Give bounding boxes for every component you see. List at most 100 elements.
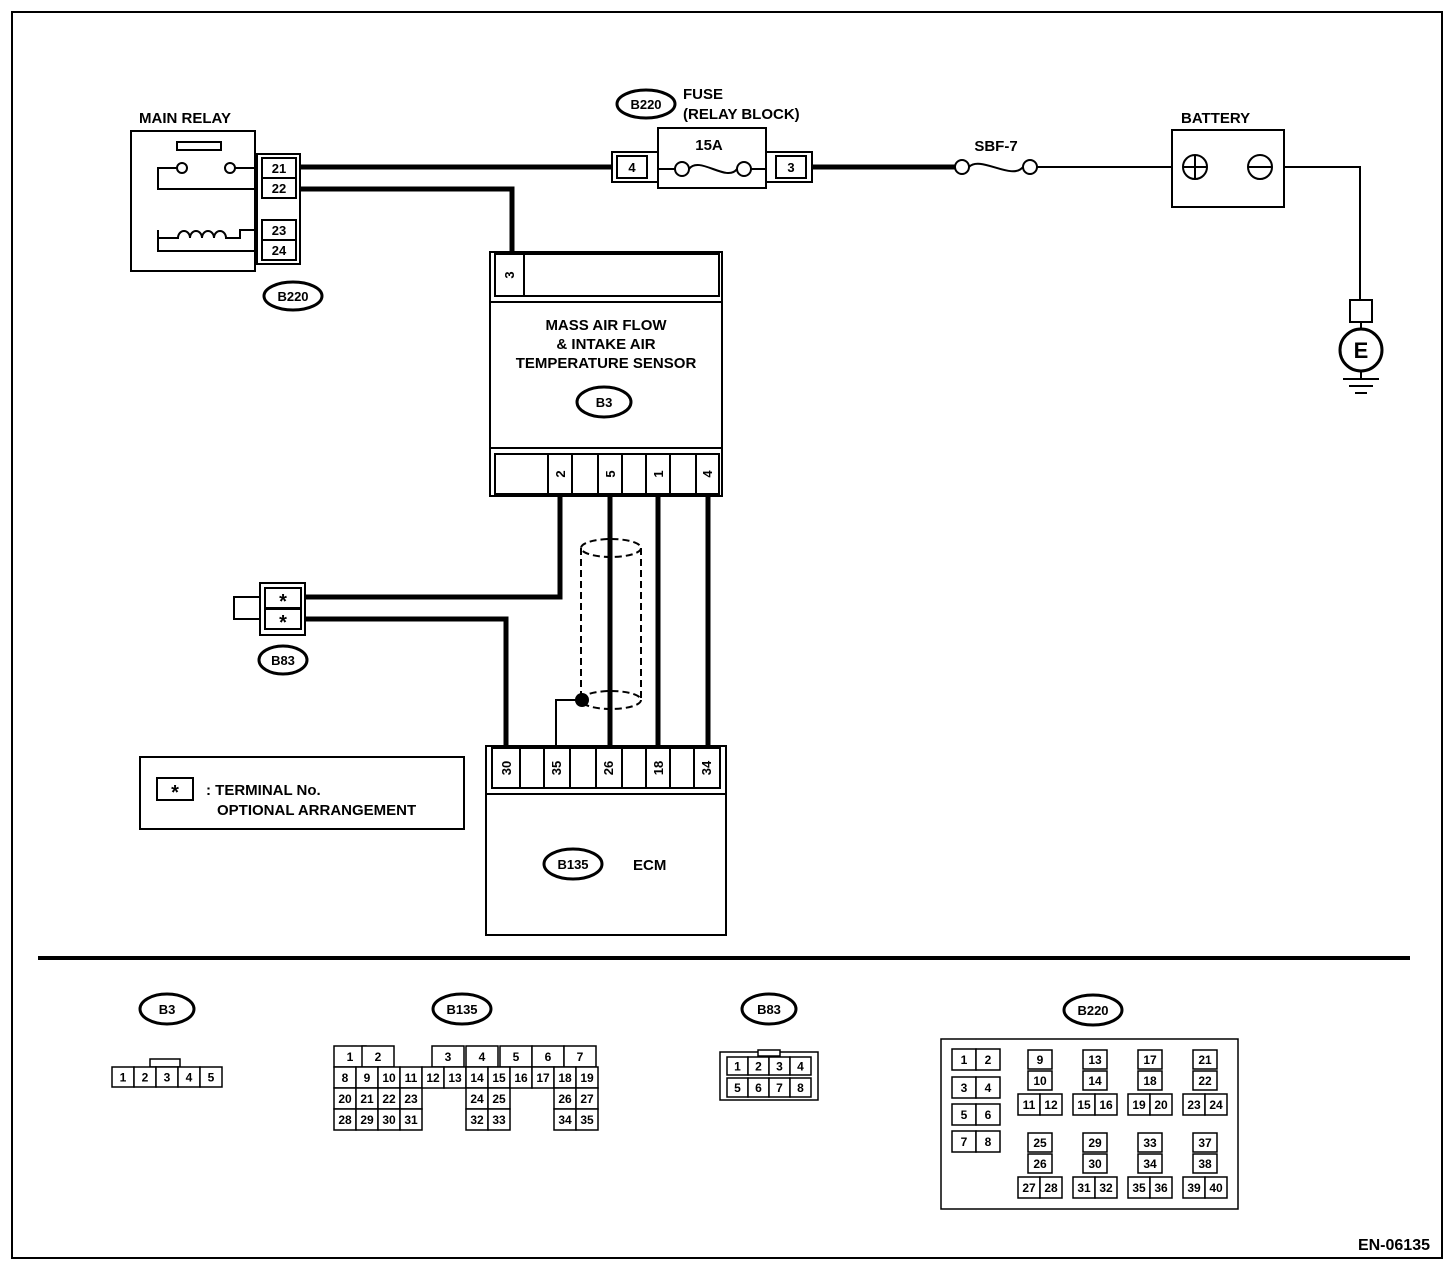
connector-badge xyxy=(262,280,324,312)
pin-number: 2 xyxy=(142,1071,149,1085)
sbf7-label: SBF-7 xyxy=(974,138,1017,155)
pin-number: 29 xyxy=(1088,1136,1102,1150)
relay-pin: 23 xyxy=(272,223,286,238)
pin-cell xyxy=(575,1108,599,1131)
pin-number: 8 xyxy=(985,1135,992,1149)
legend: * : TERMINAL No. OPTIONAL ARRANGEMENT xyxy=(139,756,465,830)
pin-number: 13 xyxy=(1088,1053,1102,1067)
pin-number: 40 xyxy=(1209,1181,1223,1195)
pin-number: 7 xyxy=(776,1081,783,1095)
relay-connector-id: B220 xyxy=(277,289,308,304)
ecm-label: ECM xyxy=(633,857,666,874)
pin-cell xyxy=(1149,1093,1173,1116)
maf-name-line3: TEMPERATURE SENSOR xyxy=(516,355,697,372)
pin-number: 13 xyxy=(448,1071,462,1085)
ecm-pin: 35 xyxy=(549,761,564,775)
pin-number: 5 xyxy=(208,1071,215,1085)
pin-cell xyxy=(1039,1176,1063,1199)
pin-cell xyxy=(199,1066,223,1088)
wire-shield-ecm35 xyxy=(555,699,582,748)
pin-cell xyxy=(1137,1132,1163,1153)
pin-number: 2 xyxy=(375,1050,382,1064)
pin-number: 24 xyxy=(1209,1098,1223,1112)
b83-pin: * xyxy=(279,591,287,613)
pin-number: 32 xyxy=(1099,1181,1113,1195)
wires xyxy=(298,164,1361,748)
fuse-pin-out: 3 xyxy=(787,160,794,175)
pin-number: 20 xyxy=(1154,1098,1168,1112)
maf-pin: 2 xyxy=(553,470,568,477)
pin-number: 28 xyxy=(1044,1181,1058,1195)
pin-number: 9 xyxy=(1037,1053,1044,1067)
pin-cell xyxy=(975,1103,1001,1126)
sbf7-element-icon xyxy=(968,162,1024,173)
maf-name-line2: & INTAKE AIR xyxy=(556,336,655,353)
pin-cell xyxy=(1039,1093,1063,1116)
pin-number: 24 xyxy=(470,1092,484,1106)
shield-splice-dot xyxy=(575,693,589,707)
pin-number: 2 xyxy=(985,1053,992,1067)
fuse-rating: 15A xyxy=(695,137,723,154)
pin-number: 11 xyxy=(405,1071,418,1085)
connector-badge xyxy=(257,644,309,676)
pin-cell xyxy=(975,1076,1001,1099)
fuse-label: FUSE xyxy=(683,86,723,103)
ecm-pin: 18 xyxy=(651,761,666,775)
pin-cell xyxy=(1027,1070,1053,1091)
maf-pin: 5 xyxy=(603,470,618,477)
pin-number: 12 xyxy=(1044,1098,1058,1112)
view-b135-label: B135 xyxy=(446,1002,477,1017)
pin-number: 14 xyxy=(1088,1074,1102,1088)
main-relay-label: MAIN RELAY xyxy=(139,110,231,127)
pin-number: 7 xyxy=(961,1135,968,1149)
pin-number: 4 xyxy=(797,1060,804,1074)
wire-relay22-maf3 xyxy=(298,186,515,254)
pin-number: 26 xyxy=(558,1092,572,1106)
maf-top-pin: 3 xyxy=(502,271,517,278)
pin-cell xyxy=(1137,1049,1163,1070)
maf-connector-id: B3 xyxy=(596,395,613,410)
b83-pin: * xyxy=(279,612,287,634)
pin-number: 25 xyxy=(1033,1136,1047,1150)
pin-number: 1 xyxy=(347,1050,354,1064)
pin-number: 31 xyxy=(404,1113,418,1127)
pin-number: 1 xyxy=(120,1071,127,1085)
ecm-connector-id: B135 xyxy=(557,857,588,872)
pin-number: 32 xyxy=(470,1113,484,1127)
fuse-connector-id: B220 xyxy=(630,97,661,112)
pin-number: 23 xyxy=(404,1092,418,1106)
pin-number: 3 xyxy=(961,1081,968,1095)
relay-pin: 21 xyxy=(272,161,286,176)
pin-number: 4 xyxy=(985,1081,992,1095)
pin-cell xyxy=(1137,1153,1163,1174)
connector-badge xyxy=(1062,993,1124,1027)
ecm-pin: 34 xyxy=(699,760,714,775)
fuse-label-sub: (RELAY BLOCK) xyxy=(683,106,800,123)
view-b220-label: B220 xyxy=(1077,1003,1108,1018)
connector-badge xyxy=(740,992,798,1026)
pin-cell xyxy=(1149,1176,1173,1199)
pin-cell xyxy=(1192,1049,1218,1070)
pin-number: 22 xyxy=(1198,1074,1212,1088)
wire-maf2-b83 xyxy=(302,494,563,600)
pin-number: 7 xyxy=(577,1050,584,1064)
pin-number: 35 xyxy=(1132,1181,1146,1195)
ground-point: E xyxy=(1338,299,1384,394)
battery-label: BATTERY xyxy=(1181,110,1250,127)
pin-cell xyxy=(1027,1049,1053,1070)
connector-badge xyxy=(615,88,677,120)
relay-switch-contact xyxy=(176,141,222,151)
legend-line1: : TERMINAL No. xyxy=(206,782,321,799)
pin-number: 27 xyxy=(1022,1181,1036,1195)
legend-line2: OPTIONAL ARRANGEMENT xyxy=(217,802,416,819)
pin-cell xyxy=(1204,1176,1228,1199)
ecm-pin: 30 xyxy=(499,761,514,775)
fuse-relay-block: B220 FUSE (RELAY BLOCK) 15A 4 3 xyxy=(611,86,813,189)
pin-number: 14 xyxy=(470,1071,484,1085)
pin-cell xyxy=(975,1130,1001,1153)
pin-number: 1 xyxy=(961,1053,968,1067)
